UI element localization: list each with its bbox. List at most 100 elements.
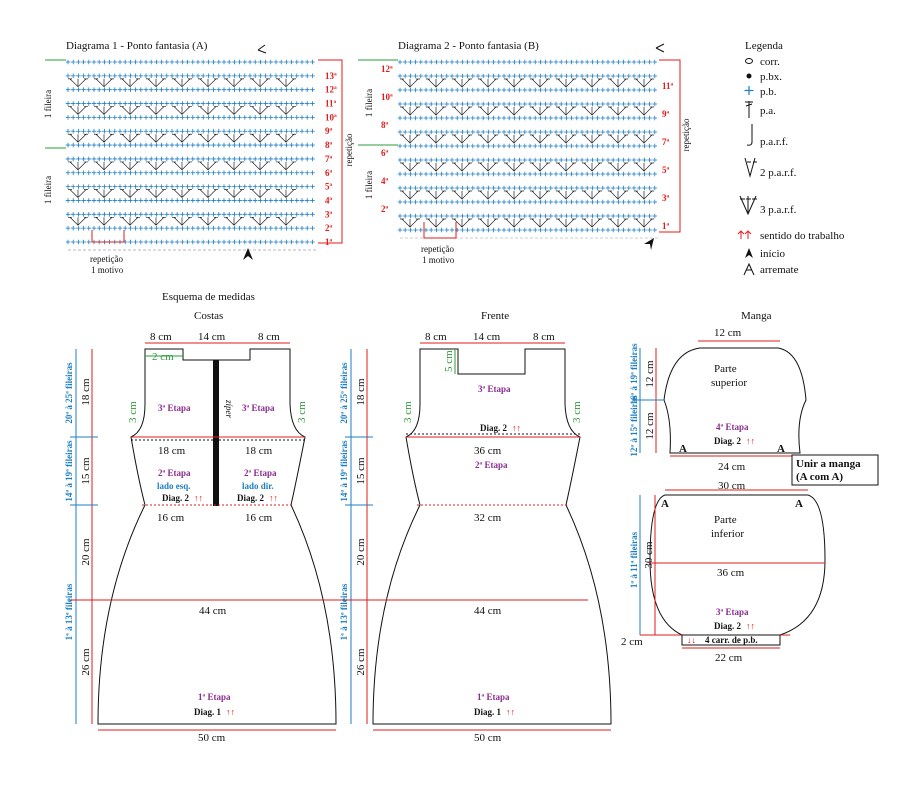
upper-height-1: 12 cm	[644, 360, 656, 388]
neck-depth: 5 cm	[443, 350, 455, 372]
bottom-width: 50 cm	[198, 732, 226, 744]
direction-arrows-icon: ↑↑	[506, 707, 515, 717]
row-number: 6ª	[325, 168, 333, 178]
row-number: 12ª	[325, 85, 337, 95]
row-number: 11ª	[662, 81, 674, 91]
bust-width: 36 cm	[474, 445, 502, 457]
costas-outline	[97, 348, 337, 725]
row-number: 2ª	[381, 204, 389, 214]
cuff-height: 2 cm	[621, 636, 643, 648]
row-number: 8ª	[325, 140, 333, 150]
three-raised-icon	[739, 195, 757, 216]
lower-bottom-width: 22 cm	[715, 652, 743, 664]
finish-arrow-icon	[743, 262, 755, 276]
height-4: 26 cm	[355, 648, 367, 676]
zipper-bar	[213, 360, 219, 506]
fileiras-2: 14ª à 19ª fileiras	[339, 440, 349, 502]
diagram-1-motivo: 1 motivo	[91, 265, 124, 275]
row-number: 4ª	[325, 195, 333, 205]
cuff-band	[681, 634, 781, 646]
diag-2: Diag. 2	[714, 436, 742, 446]
armhole-right: 3 cm	[296, 401, 308, 423]
manga-title: Manga	[741, 310, 772, 322]
upper-fileiras-2: 12ª à 15ª fileiras	[629, 395, 639, 457]
diagram-2-grid	[397, 59, 658, 239]
half-double-icon	[745, 101, 753, 118]
finish-arrow-icon	[655, 43, 665, 53]
waist-left: 16 cm	[157, 512, 185, 524]
etapa-1: 1ª Etapa	[198, 692, 231, 702]
diagram-1-fileira-label: 1 fileira	[43, 176, 53, 204]
lower-height: 30 cm	[643, 541, 655, 569]
costas-title: Costas	[194, 310, 223, 322]
height-3: 20 cm	[355, 538, 367, 566]
legend: Legenda corr. p.bx. p.b. p.a. p.a.r.f. 2…	[737, 40, 845, 276]
diagram-1-grid	[65, 59, 316, 251]
diagram-2-repeat-bracket	[423, 222, 457, 239]
diagram-1-repeticao-bottom: repetição	[90, 254, 123, 264]
row-number: 11ª	[325, 99, 337, 109]
hip-width: 44 cm	[199, 605, 227, 617]
legend-label: 2 p.a.r.f.	[760, 167, 797, 179]
legend-label: p.bx.	[760, 71, 782, 83]
direction-arrows-icon: ↑↑	[746, 621, 755, 631]
row-number: 1ª	[662, 221, 670, 231]
frente-title: Frente	[481, 310, 509, 322]
top-mid-width: 14 cm	[198, 331, 226, 343]
a-mark: A	[777, 443, 785, 455]
row-number: 3ª	[662, 193, 670, 203]
waist-width: 32 cm	[474, 512, 502, 524]
diagram-1: Diagrama 1 - Ponto fantasia (A) 1ª2ª3ª4ª…	[43, 40, 354, 275]
start-arrow-icon	[243, 248, 253, 260]
row-number: 8ª	[381, 120, 389, 130]
start-arrow-icon	[644, 238, 654, 250]
diagram-2-fileira-label: 1 fileira	[364, 89, 374, 117]
legend-label: sentido do trabalho	[760, 230, 845, 242]
zipper-label: zíper	[224, 399, 234, 418]
row-number: 9ª	[325, 126, 333, 136]
diagram-2-fileira-label: 1 fileira	[364, 171, 374, 199]
row-number: 4ª	[381, 176, 389, 186]
armhole-left: 3 cm	[127, 401, 139, 423]
lower-label-2: inferior	[711, 528, 744, 540]
diagram-2-motivo: 1 motivo	[422, 255, 455, 265]
direction-arrows-icon	[737, 230, 752, 239]
schema-title: Esquema de medidas	[162, 291, 255, 303]
lower-mid-width: 36 cm	[717, 567, 745, 579]
frente-outline	[372, 348, 612, 725]
unir-label-1: Unir a manga	[796, 458, 861, 470]
legend-label: corr.	[760, 56, 780, 68]
etapa-1: 1ª Etapa	[477, 692, 510, 702]
diagram-1-row-bracket	[318, 59, 343, 244]
diag-1: Diag. 1	[194, 707, 222, 717]
row-number: 9ª	[662, 109, 670, 119]
neck-depth: 2 cm	[152, 351, 174, 363]
diagram-2-repeticao-side: repetição	[681, 118, 691, 151]
raised-stitch-icon	[746, 124, 753, 146]
height-4: 26 cm	[80, 648, 92, 676]
row-number: 7ª	[662, 137, 670, 147]
etapa-3-left: 3ª Etapa	[158, 403, 191, 413]
finish-arrow-icon	[257, 44, 267, 54]
fileiras-3: 1ª à 13ª fileiras	[64, 583, 74, 640]
a-mark: A	[795, 498, 803, 510]
bust-right: 18 cm	[245, 445, 273, 457]
bust-left: 18 cm	[158, 445, 186, 457]
diagram-2-title: Diagrama 2 - Ponto fantasia (B)	[398, 40, 539, 52]
upper-top-width: 12 cm	[714, 327, 742, 339]
top-mid-width: 14 cm	[473, 331, 501, 343]
direction-arrows-icon: ↑↑	[512, 423, 521, 433]
fileiras-1: 20ª à 25ª fileiras	[64, 362, 74, 424]
legend-label: arremate	[760, 264, 799, 276]
top-left-width: 8 cm	[150, 331, 172, 343]
single-crochet-plus-icon	[744, 86, 754, 95]
start-arrow-icon	[745, 248, 753, 258]
height-1: 18 cm	[80, 378, 92, 406]
legend-label: p.a.	[760, 105, 776, 117]
manga-upper-outline	[663, 347, 807, 454]
row-number: 1ª	[325, 237, 333, 247]
row-number: 3ª	[325, 209, 333, 219]
top-right-width: 8 cm	[258, 331, 280, 343]
row-number: 10ª	[325, 112, 337, 122]
row-number: 7ª	[325, 154, 333, 164]
